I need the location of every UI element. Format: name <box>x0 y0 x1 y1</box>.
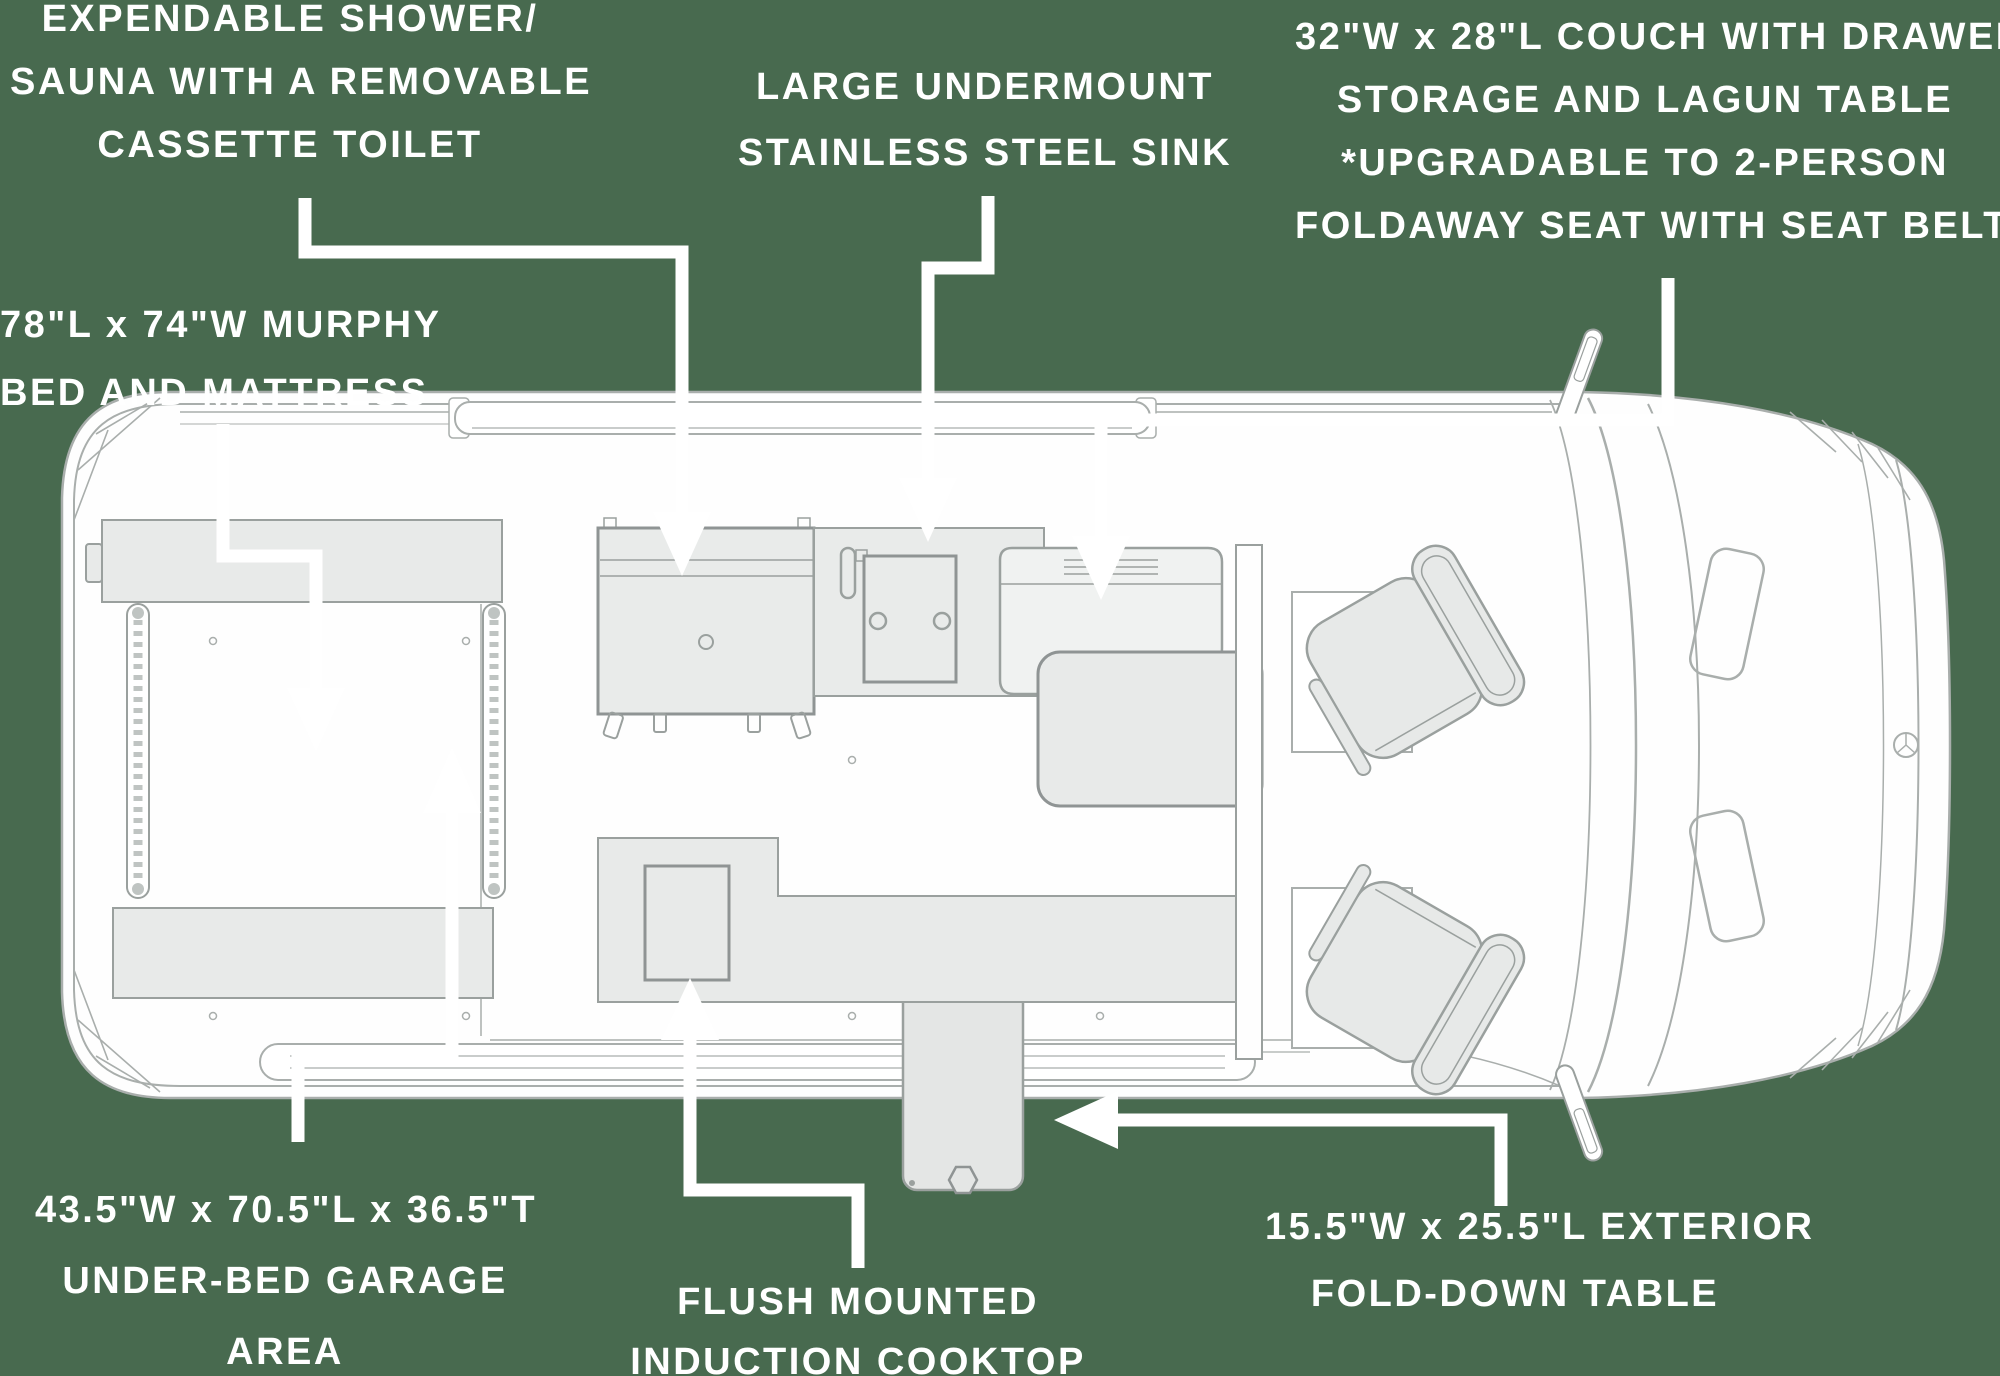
callout-exterior-table-label: 15.5"W x 25.5"L EXTERIOR FOLD-DOWN TABLE <box>1265 1194 1815 1328</box>
callout-murphy-bed-label: 78"L x 74"W MURPHY BED AND MATTRESS <box>0 291 440 427</box>
callout-line: 43.5"W x 70.5"L x 36.5"T <box>35 1189 538 1231</box>
hood-line <box>1647 403 1700 1087</box>
murphy-bed-leader-line <box>216 424 323 688</box>
callout-line: STAINLESS STEEL SINK <box>737 132 1233 174</box>
cab-partition <box>1235 544 1263 1060</box>
galley-counter <box>597 837 1241 1003</box>
windshield-line <box>1586 397 1638 1093</box>
van-outer-body <box>60 390 1952 1100</box>
arrow-down-shower-icon <box>653 512 711 576</box>
callout-leader-lines <box>216 196 1675 1268</box>
callout-shower-label: EXPENDABLE SHOWER/ SAUNA WITH A REMOVABL… <box>10 0 593 177</box>
callout-line: UNDER-BED GARAGE <box>62 1260 508 1302</box>
hood-vent <box>1689 809 1765 943</box>
callout-line: FOLDAWAY SEAT WITH SEAT BELTS <box>1295 205 2000 247</box>
garage-leader-line <box>291 813 459 1142</box>
arrow-up-garage-icon <box>423 747 481 813</box>
couch-leader-line <box>1094 278 1675 536</box>
callout-line: AREA <box>226 1331 344 1373</box>
under-bed-garage-cabinet <box>112 907 494 999</box>
induction-cooktop <box>643 864 731 982</box>
awning-case <box>448 397 1157 439</box>
callout-cooktop-label: FLUSH MOUNTED INDUCTION COOKTOP <box>608 1272 1108 1376</box>
callout-line: 15.5"W x 25.5"L EXTERIOR <box>1265 1206 1815 1248</box>
callout-line: CASSETTE TOILET <box>97 124 483 166</box>
sink-leader-line <box>921 196 995 478</box>
callout-line: 32"W x 28"L COUCH WITH DRAWER <box>1295 16 2000 58</box>
arrow-down-couch-icon <box>1072 536 1130 600</box>
callout-line: FOLD-DOWN TABLE <box>1310 1273 1720 1315</box>
arrow-down-murphy-icon <box>287 688 345 752</box>
shower-sauna-cabinet <box>596 517 816 740</box>
callout-line: *UPGRADABLE TO 2-PERSON <box>1341 142 1949 184</box>
rear-frame-hatch <box>73 397 161 1093</box>
cooktop-leader-line <box>683 1040 865 1268</box>
grille-emblem-icon <box>1893 732 1919 758</box>
callout-line: BED AND MATTRESS <box>0 372 429 414</box>
callout-line: 78"L x 74"W MURPHY <box>0 304 442 346</box>
callout-garage-label: 43.5"W x 70.5"L x 36.5"T UNDER-BED GARAG… <box>35 1175 535 1376</box>
van-interior <box>85 328 1604 1195</box>
murphy-bed-rail <box>126 603 150 899</box>
callout-line: LARGE UNDERMOUNT <box>756 66 1214 108</box>
callout-line: SAUNA WITH A REMOVABLE <box>10 61 593 103</box>
driver-swivel-seat <box>1291 864 1526 1096</box>
callout-sink-label: LARGE UNDERMOUNT STAINLESS STEEL SINK <box>725 54 1245 186</box>
hood-vent <box>1689 547 1765 681</box>
callout-line: STORAGE AND LAGUN TABLE <box>1336 79 1954 121</box>
exterior-fold-down-table <box>901 976 1025 1195</box>
passenger-swivel-seat <box>1291 544 1526 776</box>
callout-couch-label: 32"W x 28"L COUCH WITH DRAWER STORAGE AN… <box>1295 6 2000 258</box>
sink-door <box>862 554 958 684</box>
callout-line: EXPENDABLE SHOWER/ <box>41 0 539 40</box>
lagun-table <box>1036 650 1264 808</box>
arrow-left-table-icon <box>1054 1091 1118 1149</box>
side-mirror-icon <box>1555 1064 1604 1162</box>
shower-leader-line <box>298 198 689 512</box>
arrow-down-sink-icon <box>899 478 957 542</box>
callout-line: INDUCTION COOKTOP <box>630 1341 1086 1376</box>
murphy-bed-rail <box>482 603 506 899</box>
table-leader-line <box>1114 1113 1508 1206</box>
front-frame-hatch <box>1789 411 1911 1079</box>
callout-line: FLUSH MOUNTED <box>677 1281 1039 1323</box>
arrow-up-cooktop-icon <box>661 978 719 1040</box>
